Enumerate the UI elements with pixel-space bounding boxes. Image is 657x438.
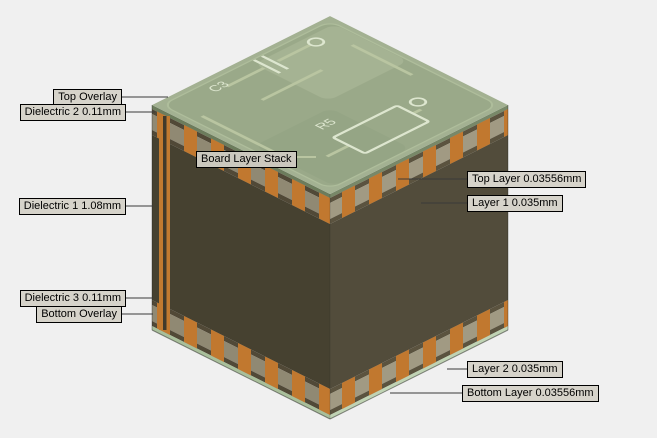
testpoint-circle-2 xyxy=(408,97,428,107)
capacitor-symbol-plate-1 xyxy=(252,59,282,74)
callout-bottom-overlay: Bottom Overlay xyxy=(36,306,122,323)
testpoint-circle-1 xyxy=(306,37,326,47)
silkscreen-graphics xyxy=(252,37,430,154)
edge-dielectric1-right xyxy=(330,135,508,389)
top-traces xyxy=(200,44,423,159)
callout-top-layer: Top Layer 0.03556mm xyxy=(467,171,587,188)
callout-layer-2: Layer 2 0.035mm xyxy=(467,361,563,378)
edge-top-overlay-right xyxy=(330,105,508,198)
copper-pour-outline xyxy=(166,23,494,187)
resistor-outline xyxy=(332,105,430,154)
edge-bottom-overlay-left xyxy=(152,326,330,419)
board-side-right xyxy=(330,105,508,419)
edge-bottom-overlay-right xyxy=(330,326,508,419)
via-hole xyxy=(163,116,167,330)
callout-layer-1: Layer 1 0.035mm xyxy=(467,195,563,212)
callout-dielectric-2: Dielectric 2 0.11mm xyxy=(19,104,126,121)
leader-lines xyxy=(120,96,470,394)
callout-dielectric-1: Dielectric 1 1.08mm xyxy=(18,198,126,215)
copper-pads-top-right xyxy=(330,109,508,224)
callout-top-overlay: Top Overlay xyxy=(53,89,122,106)
callout-dielectric-3: Dielectric 3 0.11mm xyxy=(19,290,126,307)
capacitor-symbol-plate-2 xyxy=(260,55,290,70)
copper-pour-zone-1 xyxy=(258,26,404,99)
board-layer-stack-title: Board Layer Stack xyxy=(196,151,297,168)
copper-pads-bottom-left xyxy=(152,300,330,415)
copper-pads-bottom-right xyxy=(330,300,508,415)
edge-dielectric1-left xyxy=(152,135,330,389)
board-edges xyxy=(151,105,509,420)
callout-bottom-layer: Bottom Layer 0.03556mm xyxy=(462,385,599,402)
